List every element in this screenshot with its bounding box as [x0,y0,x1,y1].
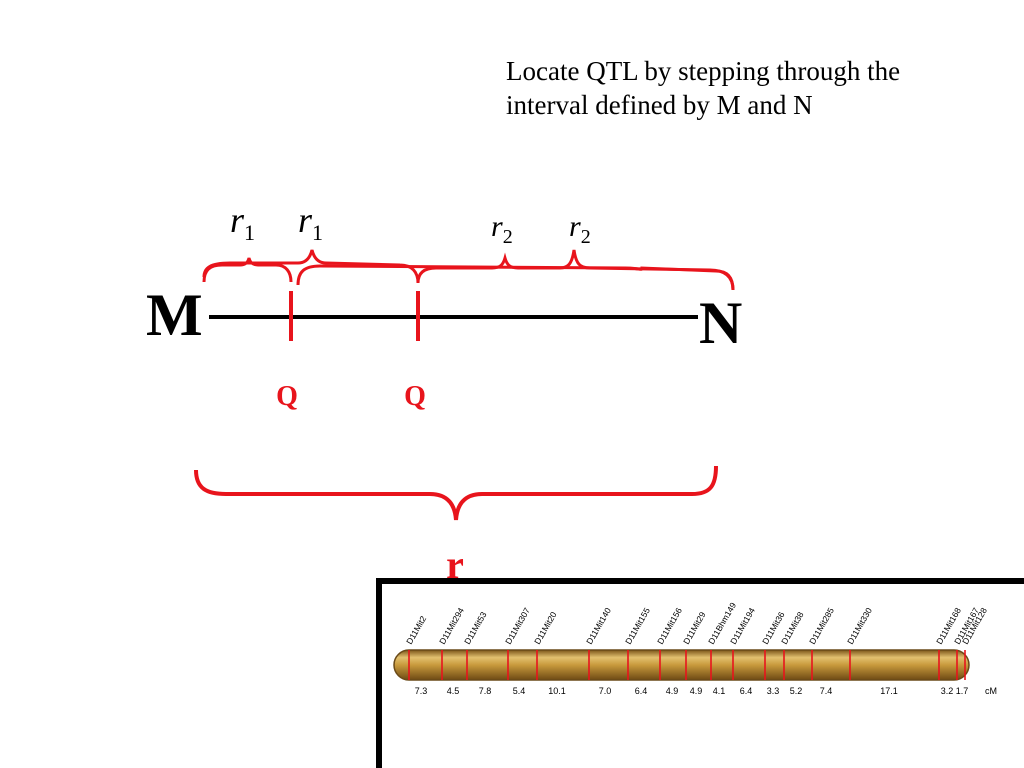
qtl-label-1: Q [276,381,298,412]
chromosome-distance: 6.4 [740,686,753,696]
chromosome-distance: 6.4 [635,686,648,696]
brace-m-to-q2 [202,249,420,284]
chromosome-marker-ticks [408,650,966,680]
marker-m-label: M [146,282,203,348]
marker-n-label: N [699,290,742,356]
brace-q2-to-n [416,249,735,291]
segment-label-3-sub: 2 [503,226,513,248]
qtl-label-2: Q [404,381,426,412]
chromosome-distance: 4.1 [713,686,726,696]
title-line-1: Locate QTL by stepping through the [506,56,901,86]
chromosome-distance: 3.3 [767,686,780,696]
chromosome-distance: 4.9 [666,686,679,696]
slide-title: Locate QTL by stepping through the inter… [506,54,1016,122]
chromosome-distance: 17.1 [880,686,898,696]
chromosome-distance: 5.2 [790,686,803,696]
chromosome-distance: 7.8 [479,686,492,696]
chromosome-distance: 7.3 [415,686,428,696]
title-line-2: interval defined by M and N [506,90,813,120]
segment-label-2-sym: r [298,200,313,240]
chromosome-distance: 5.4 [513,686,526,696]
chromosome-distance: 3.2 [941,686,954,696]
segment-label-4-sym: r [569,210,581,243]
segment-label-3: r2 [491,210,513,248]
segment-label-1: r1 [230,200,255,245]
chromosome-distance: 4.9 [690,686,703,696]
segment-label-1-sym: r [230,200,245,240]
segment-label-4-sub: 2 [581,226,591,248]
chromosome-bar [393,649,970,681]
segment-label-4: r2 [569,210,591,248]
chromosome-distances: 7.3 4.5 7.8 5.4 10.1 7.0 6.4 4.9 4.9 4.1 6.4 3.3 5.2… [415,686,969,696]
chromosome-unit-label: cM [985,686,997,696]
chromosome-distance: 7.0 [599,686,612,696]
segment-label-2: r1 [298,200,323,245]
chromosome-distance: 10.1 [548,686,566,696]
chromosome-distance: 4.5 [447,686,460,696]
total-interval-brace [194,465,718,521]
segment-label-1-sub: 1 [244,220,255,245]
segment-label-2-sub: 1 [312,220,323,245]
chromosome-distance: 1.7 [956,686,969,696]
total-interval-label: r [446,542,464,587]
chromosome-distance: 7.4 [820,686,833,696]
segment-label-3-sym: r [491,210,503,243]
